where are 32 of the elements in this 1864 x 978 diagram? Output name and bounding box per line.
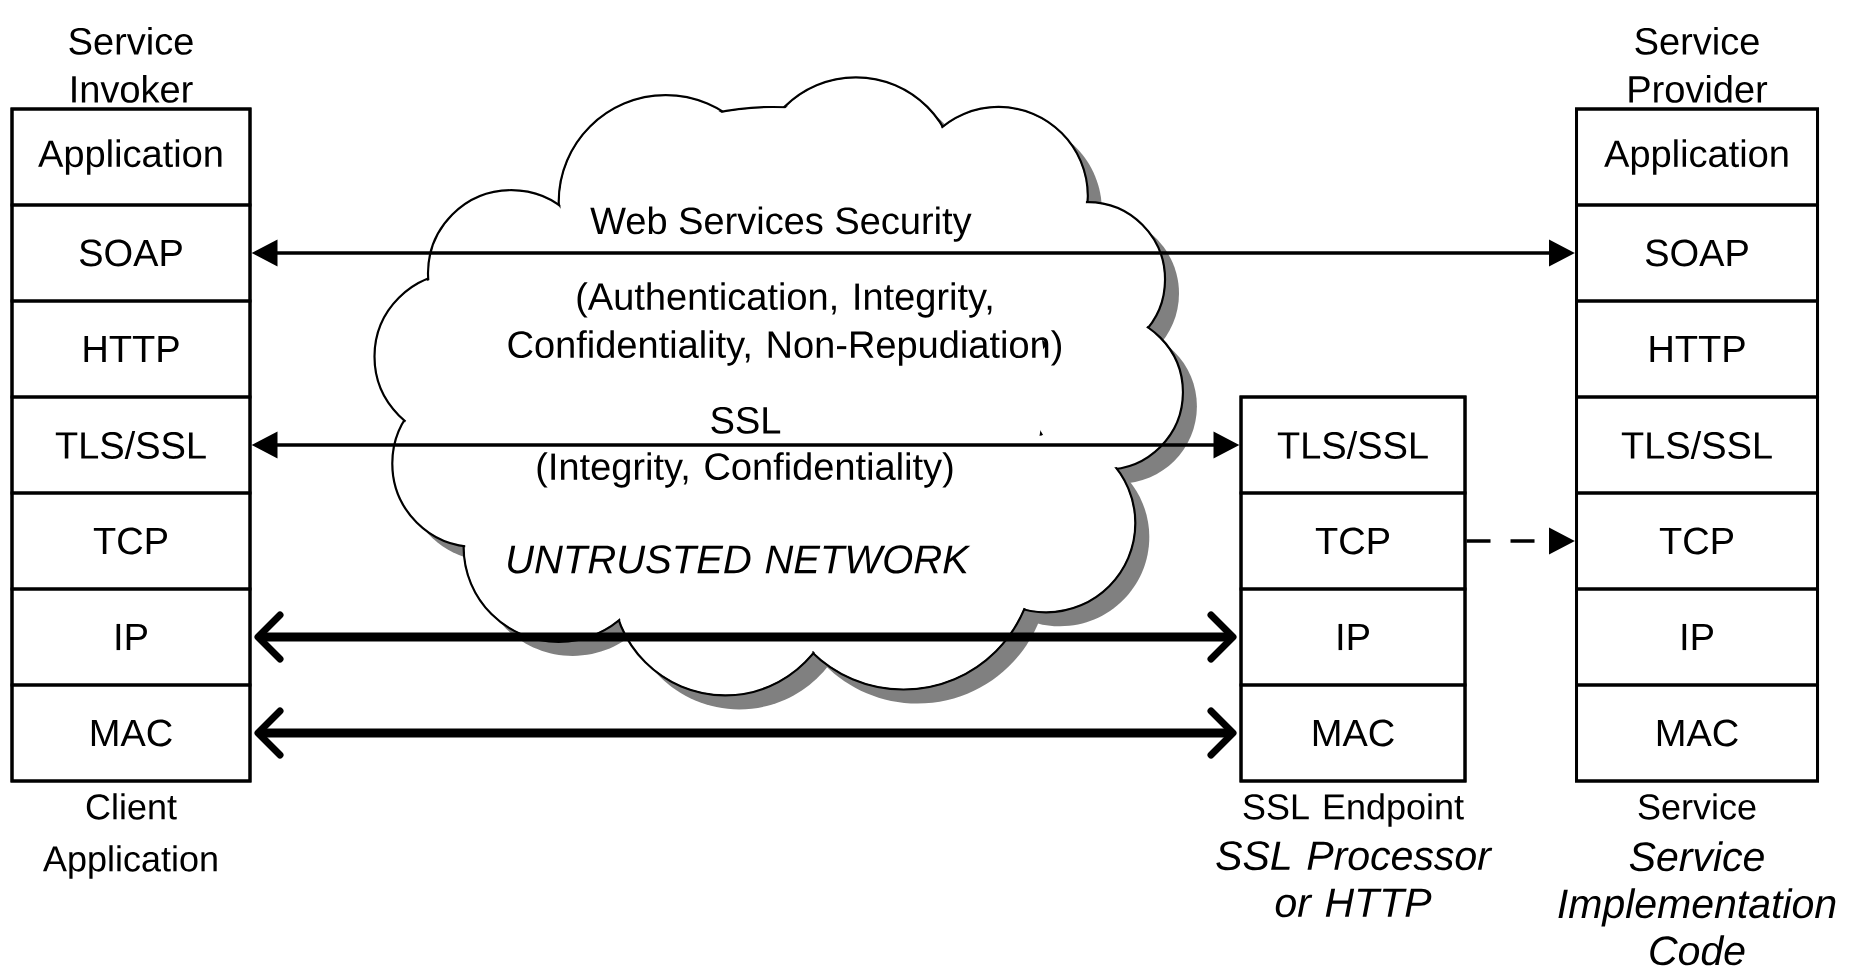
protocol-layer-box: TLS/SSL: [1239, 395, 1467, 495]
note-text: UNTRUSTED NETWORK: [508, 545, 971, 574]
stack-heading: Service Invoker: [69, 26, 193, 103]
protocol-layer-box: IP: [10, 587, 252, 687]
edge-label: SSL: [708, 405, 783, 435]
protocol-layer-box: IP: [1575, 587, 1819, 687]
note-text: (Integrity, Confidentiality): [537, 452, 953, 488]
protocol-layer-box: HTTP: [1575, 299, 1819, 399]
protocol-layer-box: IP: [1239, 587, 1467, 687]
protocol-layer-box: MAC: [1239, 683, 1467, 783]
protocol-layer-box: TLS/SSL: [1575, 395, 1819, 495]
stack-heading: Service Provider: [1629, 26, 1768, 103]
protocol-layer-box: SOAP: [1575, 203, 1819, 303]
protocol-layer-box: TCP: [1239, 491, 1467, 591]
stack-caption: Service Implementation Code: [1558, 841, 1836, 966]
protocol-layer-box: HTTP: [10, 299, 252, 399]
protocol-layer-box: Application: [10, 107, 252, 207]
note-text: (Authentication, Integrity, Confidentiality, Non-Repudiation): [508, 282, 1061, 366]
protocol-layer-box: TCP: [10, 491, 252, 591]
stack-caption: SSL Endpoint: [1243, 793, 1464, 827]
protocol-layer-box: MAC: [10, 683, 252, 783]
protocol-layer-box: Application: [1575, 107, 1819, 207]
protocol-layer-box: TCP: [1575, 491, 1819, 591]
protocol-layer-box: MAC: [1575, 683, 1819, 783]
protocol-layer-box: SOAP: [10, 203, 252, 303]
stack-caption: Service: [1638, 793, 1756, 820]
stack-caption: Client Application: [43, 793, 217, 879]
stack-caption: SSL Processor or HTTP: [1216, 841, 1493, 918]
edge-label: Web Services Security: [589, 205, 973, 243]
arrow: [254, 611, 1237, 663]
protocol-layer-box: TLS/SSL: [10, 395, 252, 495]
arrow: [254, 707, 1237, 759]
